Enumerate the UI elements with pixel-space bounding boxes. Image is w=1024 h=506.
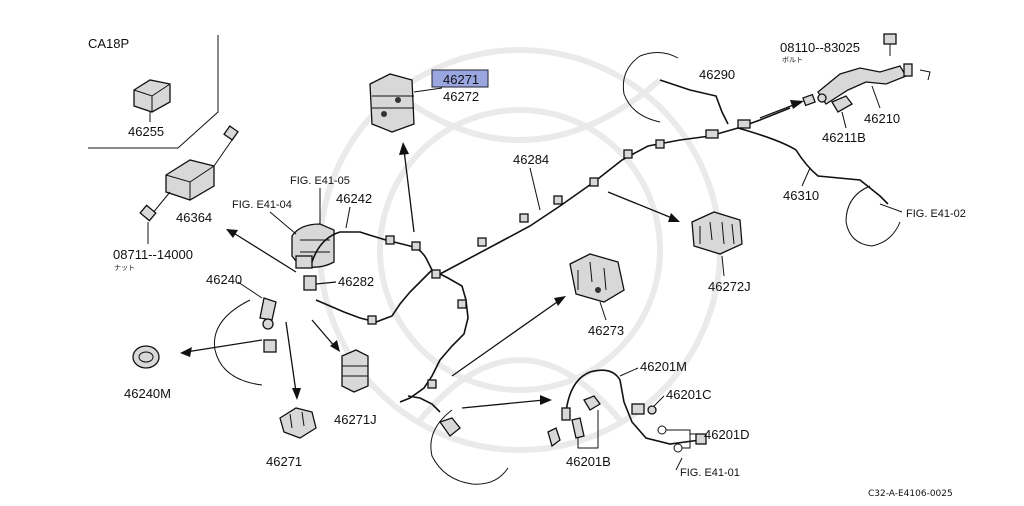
part-label-46282[interactable]: 46282 — [338, 274, 374, 289]
part-46271-top-icon[interactable] — [369, 73, 415, 133]
part-46211B-icon[interactable] — [831, 95, 853, 113]
part-label-46272J[interactable]: 46272J — [708, 279, 751, 294]
front-right-disc-icon — [430, 409, 509, 485]
part-label-46271-top[interactable]: 46271 — [443, 72, 479, 87]
part-46364-icon[interactable] — [139, 125, 239, 222]
bleeder-fitting-icon — [547, 427, 561, 448]
part-label-46240M[interactable]: 46240M — [124, 386, 171, 401]
part-46282-icon[interactable] — [303, 275, 317, 291]
part-label-46271-bottom[interactable]: 46271 — [266, 454, 302, 469]
part-label-08110-83025[interactable]: 08110--83025 — [780, 40, 860, 55]
part-46271-bottom-icon[interactable] — [279, 407, 317, 439]
part-46210-icon[interactable] — [817, 63, 931, 105]
diagram-code: C32-A-E4106-0025 — [868, 489, 953, 499]
highlight-46271 — [431, 69, 489, 88]
part-label-46271J[interactable]: 46271J — [334, 412, 377, 427]
union-fitting-icon — [802, 93, 816, 107]
fig-e41-02-ref[interactable]: FIG. E41-02 — [906, 208, 966, 220]
nut-label: ナット — [114, 264, 135, 272]
part-label-46201C[interactable]: 46201C — [666, 387, 712, 402]
part-label-46255[interactable]: 46255 — [128, 124, 164, 139]
part-label-46310[interactable]: 46310 — [783, 188, 819, 203]
part-label-46290[interactable]: 46290 — [699, 67, 735, 82]
part-label-46210[interactable]: 46210 — [864, 111, 900, 126]
part-label-46364[interactable]: 46364 — [176, 210, 212, 225]
part-label-46201D[interactable]: 46201D — [704, 427, 750, 442]
part-label-46240[interactable]: 46240 — [206, 272, 242, 287]
brake-pipe-network — [311, 79, 889, 413]
ca18p-inset: CA18P 46255 — [88, 35, 219, 149]
part-label-46201B[interactable]: 46201B — [566, 454, 611, 469]
engine-label: CA18P — [88, 36, 129, 51]
part-label-46211B[interactable]: 46211B — [822, 130, 866, 145]
rear-drum-icon — [622, 52, 679, 123]
left-front-disc-icon — [213, 299, 263, 386]
caliper-front-right-icon — [438, 417, 461, 437]
part-46201M-icon[interactable] — [561, 369, 707, 445]
part-08110-83025-icon[interactable] — [883, 33, 897, 56]
bolt-label: ボルト — [782, 56, 803, 64]
part-label-08711-14000[interactable]: 08711--14000 — [113, 247, 193, 262]
part-46201C-icon[interactable] — [631, 403, 657, 415]
part-label-46273[interactable]: 46273 — [588, 323, 624, 338]
part-label-46242[interactable]: 46242 — [336, 191, 372, 206]
fig-e41-05-ref[interactable]: FIG. E41-05 — [290, 175, 350, 187]
part-label-46201M[interactable]: 46201M — [640, 359, 687, 374]
part-46240M-icon[interactable] — [132, 345, 160, 369]
part-46273-icon[interactable] — [569, 253, 625, 303]
part-46271J-icon[interactable] — [341, 349, 369, 393]
part-46240-icon[interactable] — [259, 297, 277, 353]
part-label-46284[interactable]: 46284 — [513, 152, 549, 167]
pipe-clips — [367, 119, 751, 389]
rear-left-drum-icon — [845, 185, 901, 247]
fig-e41-01-ref[interactable]: FIG. E41-01 — [680, 467, 740, 479]
part-46255-icon[interactable] — [133, 79, 171, 113]
fig-e41-04-ref[interactable]: FIG. E41-04 — [232, 199, 292, 211]
part-46201B-icon[interactable] — [571, 395, 601, 439]
part-46272J-icon[interactable] — [691, 211, 743, 255]
part-label-46272[interactable]: 46272 — [443, 89, 479, 104]
